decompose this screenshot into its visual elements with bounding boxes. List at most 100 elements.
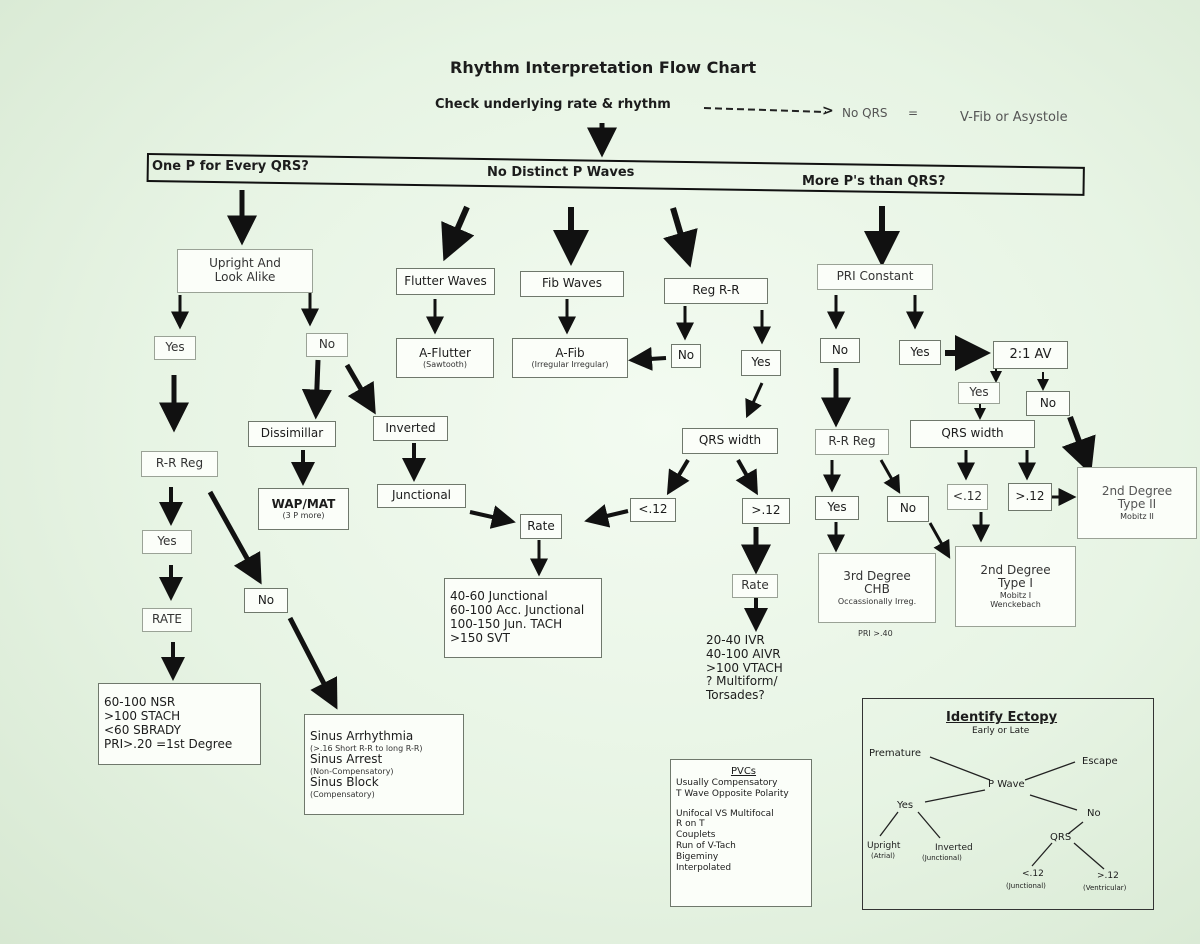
wap-mat-box: WAP/MAT (3 P more) (258, 488, 349, 530)
wap-mat-note: (3 P more) (282, 511, 325, 521)
mid-yes-box: Yes (741, 350, 781, 376)
qrs-width-box-2: QRS width (910, 420, 1035, 448)
ventricular-rate-list: 20-40 IVR 40-100 AIVR >100 VTACH ? Multi… (706, 633, 783, 703)
rate-box: RATE (142, 608, 192, 632)
left-yes-box: Yes (154, 336, 196, 360)
upright-line-2: Look Alike (214, 270, 276, 284)
ectopy-premature: Premature (869, 748, 922, 759)
branch-one-p: One P for Every QRS? (152, 159, 309, 174)
type2-line-2: Type II (1117, 497, 1157, 512)
junc-list-2: 60-100 Acc. Junctional (450, 603, 585, 618)
wap-mat-label: WAP/MAT (271, 496, 336, 511)
qrs-width-box: QRS width (682, 428, 778, 454)
junctional-rate-list: 40-60 Junctional 60-100 Acc. Junctional … (444, 578, 602, 658)
left-no-box: No (306, 333, 348, 357)
right-yes3-box: Yes (815, 496, 859, 520)
ectopy-escape: Escape (1082, 756, 1118, 767)
arrow-qrs-lt (666, 458, 690, 496)
ectopy-line-yes-upright (879, 811, 899, 837)
type1-line-4: Wenckebach (990, 600, 1041, 610)
page-title: Rhythm Interpretation Flow Chart (450, 58, 757, 77)
pvcs-line-4: Unifocal VS Multifocal (676, 808, 774, 819)
pvcs-line-1: Usually Compensatory (676, 778, 778, 788)
right-lt-box: <.12 (947, 484, 988, 510)
type1-line-2: Type I (998, 576, 1033, 591)
sinus-arrhythmia: Sinus Arrhythmia (310, 729, 414, 744)
ectopy-lt: <.12 (1022, 869, 1044, 879)
ectopy-junctional: (Junctional) (922, 854, 962, 862)
arrow-no-type2 (1061, 415, 1096, 475)
second-degree-type2-box: 2nd Degree Type II Mobitz II (1077, 467, 1197, 539)
left-no2-box: No (244, 588, 288, 613)
inverted-box: Inverted (373, 416, 448, 441)
a-fib-note: (Irregular Irregular) (531, 360, 609, 370)
arrow-rr-no3 (879, 459, 901, 494)
vent-list-2: 40-100 AIVR (706, 646, 781, 661)
sinus-arrest: Sinus Arrest (310, 752, 383, 766)
arrow-no-dissim (301, 359, 332, 420)
left-yes2-box: Yes (142, 530, 192, 554)
pvcs-line-7: Run of V-Tach (676, 840, 736, 851)
type2-line-1: 2nd Degree (1101, 483, 1173, 498)
type1-line-3: Mobitz I (999, 591, 1032, 601)
arrow-no-inverted (344, 363, 376, 415)
second-degree-type1-box: 2nd Degree Type I Mobitz I Wenckebach (955, 546, 1076, 627)
arrow-lt-rate (584, 504, 629, 528)
third-degree-label: 3rd Degree (843, 568, 911, 583)
right-no3-box: No (887, 496, 929, 522)
rr-reg-box: R-R Reg (141, 451, 218, 477)
vfib-asystole-label: V-Fib or Asystole (960, 110, 1068, 125)
vent-list-3: >100 VTACH (706, 660, 783, 675)
ectopy-inverted: Inverted (935, 843, 973, 853)
ectopy-no: No (1087, 808, 1101, 819)
arrow-junc-rate (469, 505, 516, 529)
fib-waves-box: Fib Waves (520, 271, 624, 297)
no-qrs-label: No QRS (842, 106, 888, 120)
junc-list-3: 100-150 Jun. TACH (450, 617, 563, 631)
arrow-no3-type1 (928, 522, 951, 559)
vent-list-1: 20-40 IVR (706, 633, 765, 647)
ectopy-atrial: (Atrial) (871, 852, 895, 860)
ectopy-line-qrs-lt (1031, 842, 1053, 867)
rate-list-2: >100 STACH (104, 709, 181, 724)
ectopy-subtitle: Early or Late (972, 726, 1030, 736)
arrow-yes-qrs (745, 382, 764, 419)
chb-note: Occassionally Irreg. (837, 597, 917, 607)
ectopy-gt-note: (Ventricular) (1083, 884, 1127, 892)
pvcs-box: PVCs Usually Compensatory T Wave Opposit… (670, 759, 812, 907)
vent-list-5: Torsades? (706, 688, 765, 703)
ectopy-gt: >.12 (1097, 871, 1119, 881)
upright-look-alike-box: Upright And Look Alike (177, 249, 313, 293)
arrow-qrs-gt (735, 459, 758, 496)
third-degree-box: 3rd Degree CHB Occassionally Irreg. (818, 553, 936, 623)
av-21-box: 2:1 AV (993, 341, 1068, 369)
rr-reg-box-2: R-R Reg (815, 429, 889, 455)
sinus-arrhythmia-note: (>.16 Short R-R to long R-R) (310, 743, 423, 753)
ectopy-line-pwave-yes (924, 789, 986, 803)
arrow-to-flutter (441, 205, 475, 262)
rate-list-1: 60-100 NSR (104, 695, 176, 710)
upright-line-1: Upright And (209, 256, 281, 271)
arrow-no-sinus (287, 616, 338, 710)
junc-rate-box: Rate (520, 514, 562, 539)
right-no2-box: No (1026, 391, 1070, 416)
branch-more-p: More P's than QRS? (802, 174, 946, 189)
ectopy-line-no-qrs (1067, 821, 1084, 835)
a-fib-box: A-Fib (Irregular Irregular) (512, 338, 628, 378)
ectopy-line-pwave-no (1029, 794, 1078, 811)
right-no-box: No (820, 338, 860, 363)
junc-list-4: >150 SVT (450, 630, 510, 645)
mid-no-box: No (671, 344, 701, 368)
ectopy-line-premature (929, 756, 991, 781)
ectopy-line-escape (1024, 761, 1076, 781)
ectopy-qrs: QRS (1050, 832, 1072, 843)
junctional-box: Junctional (377, 484, 466, 508)
pri-constant-box: PRI Constant (817, 264, 933, 290)
pvcs-line-5: R on T (676, 819, 705, 830)
right-gt-box: >.12 (1008, 483, 1052, 511)
arrow-to-regrr (663, 207, 698, 268)
branch-no-p: No Distinct P Waves (487, 165, 635, 180)
ectopy-box (862, 698, 1154, 910)
pri-note: PRI >.40 (858, 629, 893, 638)
ectopy-line-qrs-gt (1073, 842, 1105, 870)
